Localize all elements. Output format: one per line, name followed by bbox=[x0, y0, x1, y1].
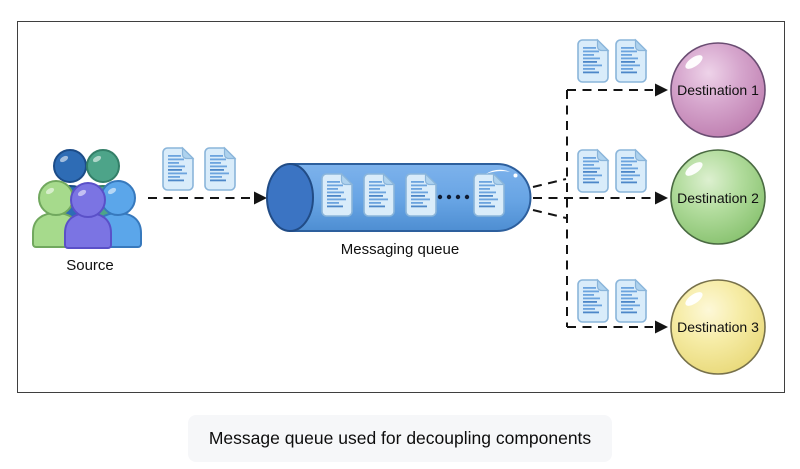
queue-label: Messaging queue bbox=[340, 241, 460, 258]
message-documents-source bbox=[162, 147, 236, 191]
source-label: Source bbox=[66, 257, 114, 274]
destination-3-node bbox=[670, 279, 766, 375]
destination-3-label: Destination 3 bbox=[677, 319, 759, 335]
sphere-shine bbox=[685, 162, 703, 176]
sphere-shine bbox=[685, 55, 703, 69]
message-documents-destination-3 bbox=[577, 279, 647, 323]
sphere-shine bbox=[685, 292, 703, 306]
branch-line-lower bbox=[532, 209, 567, 219]
queue-ellipsis-dots bbox=[437, 194, 470, 200]
destination-1-node bbox=[670, 42, 766, 138]
destination-2-node bbox=[670, 149, 766, 245]
cylinder-cap bbox=[266, 163, 314, 232]
message-documents-destination-2 bbox=[577, 149, 647, 193]
arrowhead-source-to-queue bbox=[254, 191, 267, 205]
arrowhead-destination-1 bbox=[655, 83, 668, 97]
cylinder-shine bbox=[486, 169, 518, 178]
arrowhead-destination-3 bbox=[655, 320, 668, 334]
cylinder-icon bbox=[266, 163, 532, 232]
caption-text: Message queue used for decoupling compon… bbox=[208, 428, 592, 448]
arrowhead-destination-2 bbox=[655, 191, 668, 205]
people-group-icon bbox=[32, 149, 142, 249]
caption-bar: Message queue used for decoupling compon… bbox=[188, 415, 612, 462]
destination-1-label: Destination 1 bbox=[677, 82, 759, 98]
branch-line-upper bbox=[532, 178, 567, 188]
message-documents-destination-1 bbox=[577, 39, 647, 83]
destination-2-label: Destination 2 bbox=[677, 190, 759, 206]
